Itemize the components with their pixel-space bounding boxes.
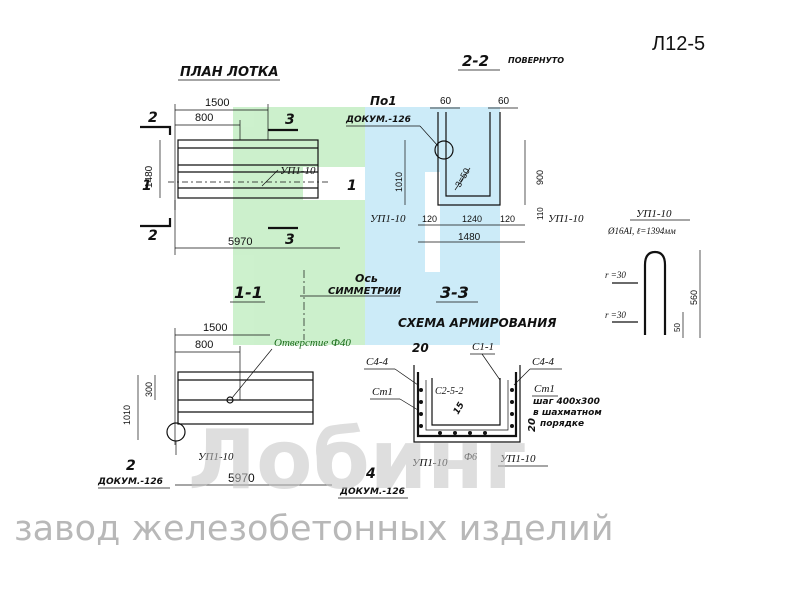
- section-3-3-up-right: УП1-10: [500, 453, 536, 465]
- section-3-3-c1-1: С1-1: [472, 341, 494, 353]
- section-1-1-dim-5970: 5970: [228, 471, 255, 485]
- section-3-3-c2-5-2: С2-5-2: [435, 386, 463, 397]
- section-2-2-up-right: УП1-10: [548, 213, 584, 225]
- logo-blue-block: [365, 172, 425, 272]
- section-1-1-title: 1-1: [234, 283, 263, 302]
- logo-blue-block: [365, 272, 500, 345]
- section-3-3-c4-4-left: С4-4: [366, 356, 389, 368]
- section-3-3-step-1: шаг 400x300: [533, 397, 600, 407]
- detail-up-r-bottom: r =30: [605, 310, 626, 320]
- plan-view: ПЛАН ЛОТКА 1500 800 1480 5970 2 2 3 3 1: [140, 65, 357, 255]
- section-2-2-title: 2-2: [462, 52, 489, 70]
- section-3-3: 3-3 СХЕМА АРМИРОВАНИЯ 20 С1-1 С4-4 С4-4 …: [338, 283, 602, 499]
- plan-dim-1500: 1500: [205, 97, 229, 109]
- section-1-1-hole: Отверстие Ф40: [274, 337, 351, 349]
- section-3-3-ct1-right: Ст1: [534, 383, 555, 395]
- section-2-2-b1240: 1240: [462, 214, 482, 224]
- plan-cut-1-left: 1: [142, 178, 152, 194]
- section-1-1-dim-800: 800: [195, 339, 213, 351]
- section-3-3-subtitle: СХЕМА АРМИРОВАНИЯ: [398, 316, 556, 330]
- section-3-3-title: 3-3: [440, 283, 469, 302]
- section-3-3-f6: Ф6: [464, 452, 477, 463]
- section-3-3-ct1-left: Ст1: [372, 386, 393, 398]
- section-1-1: 1-1 1500 800 Отверстие Ф40 300 1010 2 ДО…: [97, 283, 351, 489]
- section-2-2-height-right: 900: [535, 170, 545, 185]
- section-3-3-callout-doc: ДОКУМ.-126: [339, 487, 405, 497]
- plan-cut-2-top: 2: [148, 110, 158, 126]
- plan-dim-1480: 1480: [144, 165, 155, 188]
- section-2-2-b110: 110: [536, 207, 545, 220]
- section-3-3-step-3: порядке: [540, 419, 584, 429]
- detail-up-r-top: r =30: [605, 270, 626, 280]
- logo-green-block: [233, 107, 365, 167]
- section-2-2-height-left: 1010: [394, 172, 404, 192]
- plan-dim-5970: 5970: [228, 236, 252, 248]
- logo-overlay: [233, 107, 500, 345]
- section-3-3-up-left: УП1-10: [412, 457, 448, 469]
- detail-up-title: УП1-10: [636, 208, 672, 220]
- section-2-2-total: 1480: [458, 232, 481, 243]
- section-2-2-callout-doc: ДОКУМ.-126: [345, 115, 411, 125]
- section-1-1-up: УП1-10: [198, 451, 234, 463]
- section-2-2-up-left: УП1-10: [370, 213, 406, 225]
- section-1-1-callout-doc: ДОКУМ.-126: [97, 477, 163, 487]
- plan-cut-3-top: 3: [285, 112, 295, 128]
- section-2-2-dim-right-top: 60: [498, 96, 510, 107]
- watermark-tagline: завод железобетонных изделий: [14, 509, 614, 549]
- section-3-3-d20: 20: [412, 341, 429, 355]
- axis-of-symmetry: Ось СИММЕТРИИ: [300, 270, 402, 340]
- section-1-1-dim-300: 300: [144, 382, 154, 397]
- logo-green-block: [233, 167, 303, 345]
- rebar-dots: [419, 388, 514, 435]
- section-2-2-b120-left: 120: [422, 214, 437, 224]
- section-3-3-step-2: в шахматном: [533, 408, 602, 418]
- detail-up-h50: 50: [673, 323, 682, 332]
- watermark-brand: Лобинг: [188, 413, 527, 508]
- section-1-1-dim-1010: 1010: [122, 405, 132, 425]
- plan-dim-800: 800: [195, 112, 213, 124]
- plan-label-up: УП1-10: [280, 165, 316, 177]
- watermark: Лобинг завод железобетонных изделий: [14, 413, 614, 549]
- section-2-2-dim-left-top: 60: [440, 96, 452, 107]
- plan-cut-1-right: 1: [347, 178, 357, 194]
- detail-up-spec: Ø16AI, ℓ=1394мм: [607, 226, 676, 236]
- section-3-3-callout-num: 4: [365, 466, 376, 482]
- section-2-2-callout: По1: [370, 94, 397, 108]
- logo-green-block: [303, 200, 365, 345]
- section-1-1-dim-1500: 1500: [203, 322, 227, 334]
- sheet-code: Л12-5: [652, 33, 705, 55]
- section-2-2-note: ПОВЕРНУТО: [508, 56, 564, 65]
- section-2-2-b120-right: 120: [500, 214, 515, 224]
- section-1-1-callout-num: 2: [126, 458, 136, 474]
- plan-cut-3-bottom: 3: [285, 232, 295, 248]
- plan-title: ПЛАН ЛОТКА: [180, 65, 279, 80]
- plan-cut-2-bottom: 2: [148, 228, 158, 244]
- section-3-3-d20-side: 20: [527, 418, 538, 432]
- section-3-3-c4-4-right: С4-4: [532, 356, 555, 368]
- axis-label-line2: СИММЕТРИИ: [328, 286, 402, 297]
- axis-label-line1: Ось: [355, 272, 378, 285]
- detail-up: УП1-10 Ø16AI, ℓ=1394мм r =30 r =30 560 5…: [605, 208, 701, 338]
- detail-up-h560: 560: [689, 290, 699, 305]
